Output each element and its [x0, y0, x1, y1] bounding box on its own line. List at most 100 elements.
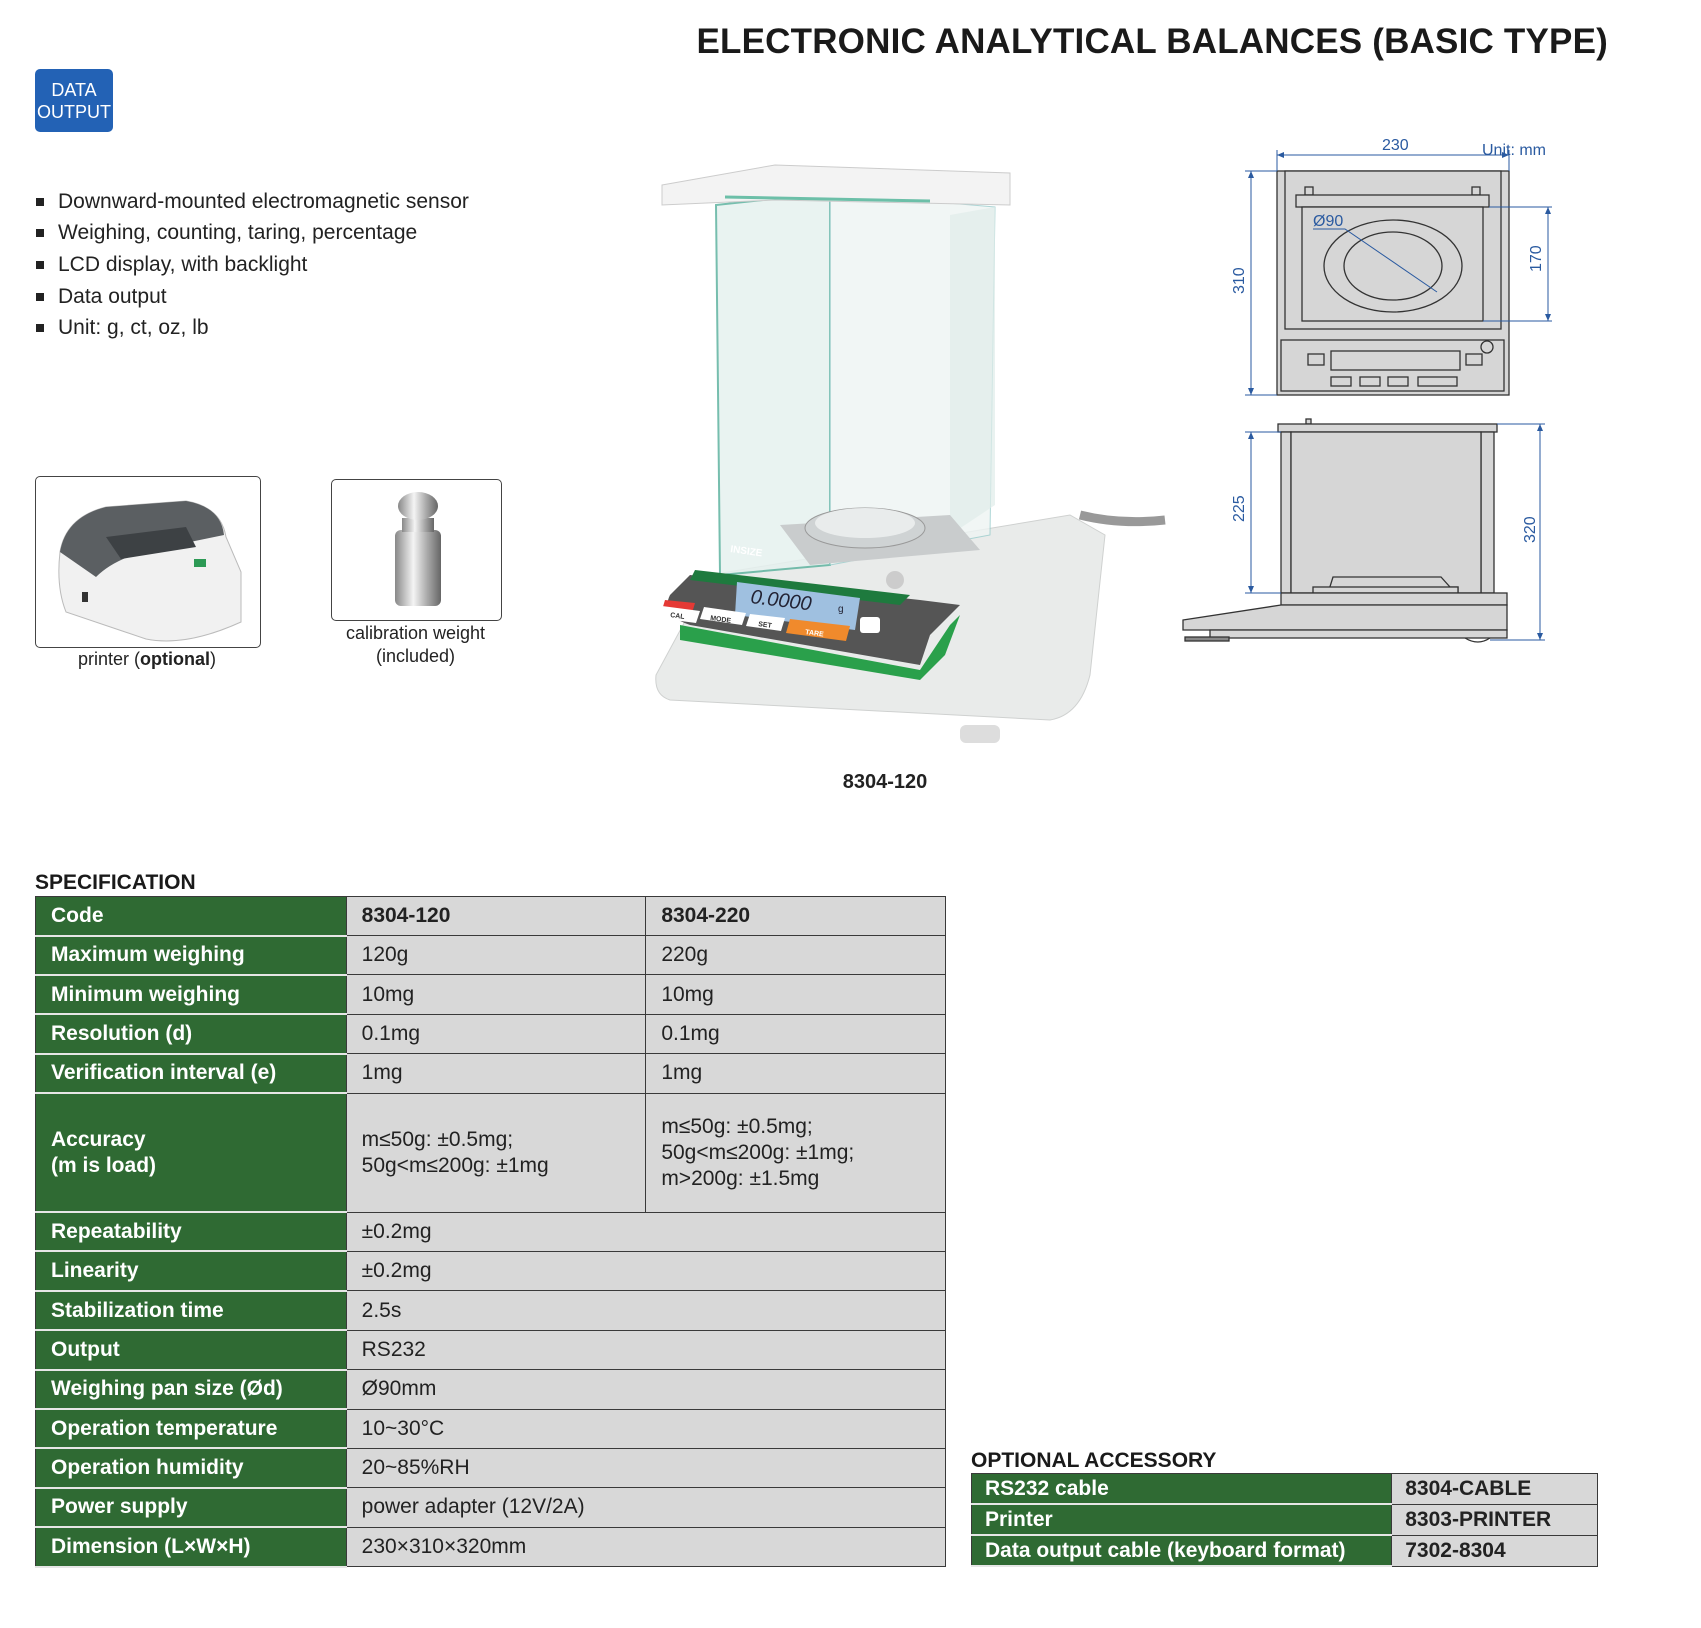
table-row: Accuracy(m is load)m≤50g: ±0.5mg;50g<m≤2… — [35, 1092, 946, 1214]
spec-label: Repeatability — [35, 1211, 347, 1253]
spec-label: Operation humidity — [35, 1447, 347, 1489]
spec-value: 10mg — [345, 974, 647, 1015]
pan-diameter-dimension: Ø90 — [1313, 213, 1343, 230]
spec-label: Minimum weighing — [35, 974, 347, 1016]
optional-accessory-table: RS232 cable 8304-CABLE Printer 8303-PRINTER… — [970, 1473, 1598, 1567]
cell-line: Code — [51, 903, 104, 927]
table-row: Dimension (L×W×H) 230×310×320mm — [35, 1526, 947, 1568]
caption-text: printer ( — [77, 649, 140, 669]
cell-line: 20~85%RH — [361, 1456, 470, 1480]
cell-line: Data output cable (keyboard format) — [985, 1538, 1346, 1562]
badge-line2: OUTPUT — [37, 101, 111, 122]
accessory-name: RS232 cable — [970, 1473, 1393, 1505]
cal-button: CAL — [670, 612, 686, 621]
cell-line: 0.1mg — [361, 1021, 421, 1045]
table-row: Linearity±0.2mg — [35, 1250, 947, 1292]
chamber-depth-dimension: 170 — [1528, 245, 1545, 272]
cell-line: Operation temperature — [51, 1416, 278, 1440]
feature-item: Unit: g, ct, oz, lb — [36, 312, 469, 344]
caption-text: ) — [210, 649, 216, 669]
model-code: 8304-120 — [345, 896, 647, 936]
spec-label: Maximum weighing — [35, 934, 347, 976]
cell-line: Stabilization time — [51, 1298, 224, 1322]
feature-text: Weighing, counting, taring, percentage — [58, 221, 418, 245]
spec-label: Verification interval (e) — [35, 1053, 347, 1095]
printer-icon — [58, 500, 242, 642]
mode-button: MODE — [710, 615, 732, 625]
accessory-code: 8304-CABLE — [1391, 1473, 1598, 1505]
cell-line: ±0.2mg — [361, 1219, 432, 1243]
bullet-icon — [36, 229, 44, 238]
badge-line1: DATA — [51, 79, 97, 100]
cell-line: 1mg — [361, 1061, 403, 1085]
spec-value: ±0.2mg — [345, 1211, 947, 1252]
cell-line: power adapter (12V/2A) — [361, 1495, 585, 1519]
cell-line: 8304-CABLE — [1405, 1476, 1532, 1500]
cell-line: 10~30°C — [361, 1416, 445, 1440]
feature-text: Data output — [58, 284, 167, 308]
tare-button: TARE — [805, 629, 825, 639]
cell-line: (m is load) — [51, 1153, 157, 1177]
bullet-icon — [36, 197, 44, 206]
accessory-row: Printer 8303-PRINTER — [970, 1503, 1598, 1536]
bullet-icon — [36, 324, 44, 333]
balance-illustration: 0.0000 g INSIZE CAL MODE SET TARE — [655, 164, 1166, 743]
table-row: Minimum weighing 10mg 10mg — [35, 974, 946, 1016]
accessory-code: 8303-PRINTER — [1391, 1503, 1598, 1536]
table-row: Weighing pan size (Ød)Ø90mm — [35, 1369, 947, 1411]
cell-line: 10mg — [361, 982, 415, 1006]
data-output-badge: DATA OUTPUT — [35, 69, 113, 132]
spec-label: Stabilization time — [35, 1290, 347, 1332]
model-code: 8304-220 — [645, 896, 946, 936]
spec-value: 1mg — [345, 1053, 647, 1094]
cell-line: Verification interval (e) — [51, 1061, 277, 1085]
cell-line: 220g — [661, 943, 709, 967]
spec-value: m≤50g: ±0.5mg;50g<m≤200g: ±1mg;m>200g: ±… — [645, 1092, 946, 1213]
side-view — [1182, 418, 1508, 643]
depth-dimension: 310 — [1231, 267, 1248, 294]
accessory-row: RS232 cable 8304-CABLE — [970, 1473, 1598, 1505]
chamber-height-dimension: 225 — [1231, 495, 1248, 522]
cell-line: 230×310×320mm — [361, 1534, 527, 1558]
table-row: Operation temperature 10~30°C — [35, 1408, 947, 1450]
dimension-drawing: Unit: mm 230 Ø90 310 170 225 320 — [1182, 137, 1552, 643]
spec-value: RS232 — [345, 1329, 947, 1371]
product-model-label: 8304-120 — [842, 771, 928, 793]
calibration-weight-image — [331, 479, 502, 621]
cell-line: 50g<m≤200g: ±1mg; — [661, 1140, 855, 1164]
caption-line: (included) — [375, 646, 456, 666]
cell-line: RS232 — [361, 1337, 426, 1361]
table-row: Repeatability ±0.2mg — [35, 1211, 947, 1253]
caption-bold: optional — [140, 649, 210, 669]
spec-value: 20~85%RH — [345, 1447, 947, 1489]
cell-line: Dimension (L×W×H) — [51, 1534, 251, 1558]
spec-label: Weighing pan size (Ød) — [35, 1369, 347, 1411]
balance-product-image: 0.0000 g INSIZE CAL MODE SET TARE — [650, 155, 1170, 755]
cell-line: m≤50g: ±0.5mg; — [661, 1114, 813, 1138]
feature-text: Downward-mounted electromagnetic sensor — [58, 189, 469, 213]
table-header-row: Code 8304-120 8304-220 — [35, 896, 946, 937]
caption-line: calibration weight — [345, 623, 486, 643]
cell-line: 8304-220 — [661, 904, 751, 927]
cell-line: 2.5s — [361, 1298, 402, 1322]
spec-value: 0.1mg — [345, 1013, 647, 1055]
cell-line: RS232 cable — [985, 1476, 1109, 1500]
cell-line: 10mg — [661, 982, 714, 1006]
spec-value: m≤50g: ±0.5mg;50g<m≤200g: ±1mg — [345, 1092, 647, 1213]
feature-item: Downward-mounted electromagnetic sensor — [36, 186, 469, 218]
spec-value: 0.1mg — [645, 1013, 946, 1055]
display-unit: g — [838, 604, 844, 615]
cell-line: Printer — [985, 1507, 1053, 1531]
spec-value: 1mg — [645, 1053, 946, 1094]
cell-line: Resolution (d) — [51, 1021, 193, 1045]
cell-line: Operation humidity — [51, 1456, 244, 1480]
spec-value: 120g — [345, 934, 647, 976]
spec-label: Resolution (d) — [35, 1013, 347, 1055]
cell-line: m≤50g: ±0.5mg; — [361, 1127, 514, 1151]
spec-value: 230×310×320mm — [345, 1526, 947, 1568]
set-button: SET — [758, 621, 773, 630]
spec-value: Ø90mm — [345, 1369, 947, 1410]
